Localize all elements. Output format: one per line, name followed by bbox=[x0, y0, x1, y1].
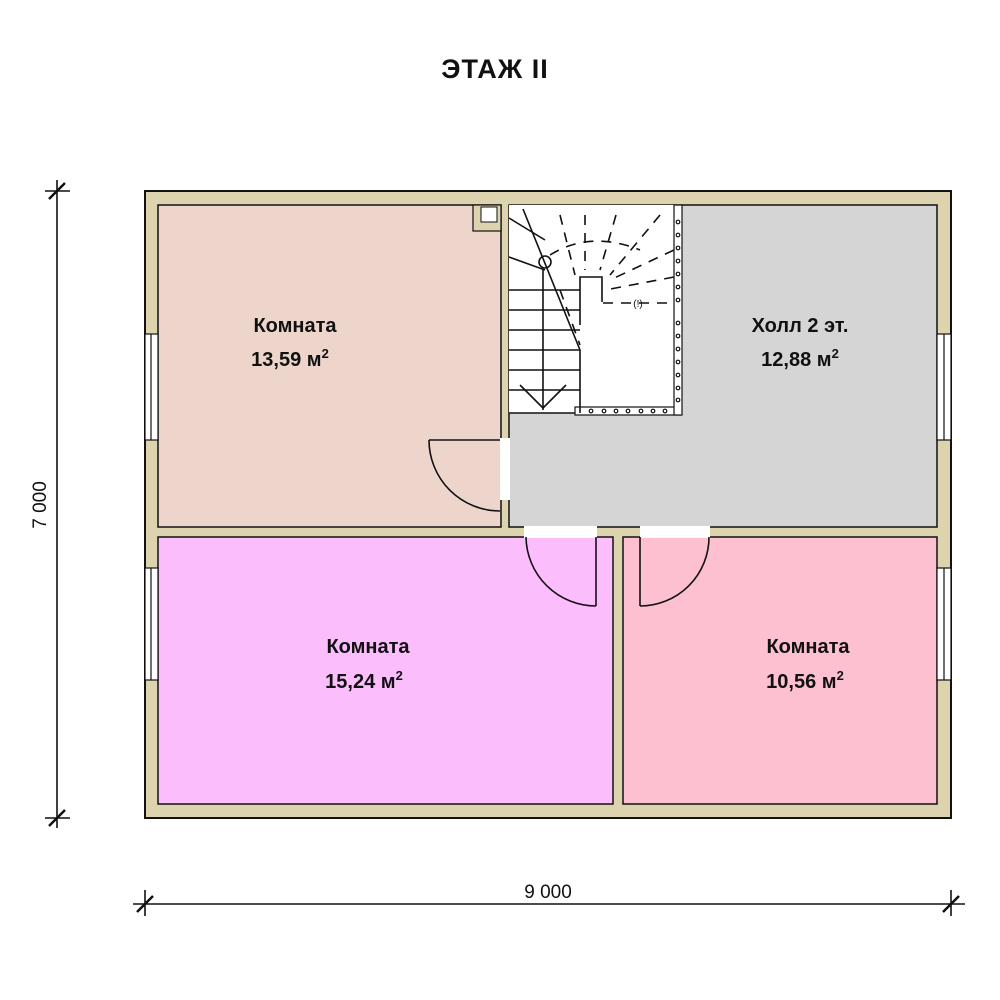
vent-icon bbox=[480, 206, 498, 223]
room-4 bbox=[622, 536, 938, 805]
room-1-name: Комната bbox=[253, 315, 337, 337]
dimension-height: 7 000 bbox=[30, 180, 70, 828]
windows bbox=[144, 333, 952, 681]
height-label: 7 000 bbox=[30, 481, 51, 529]
room-4-area: 10,56 м2 bbox=[766, 668, 844, 693]
hall-area: 12,88 м2 bbox=[761, 346, 839, 371]
room-4-name: Комната bbox=[766, 636, 850, 658]
door-opening-room-1 bbox=[500, 438, 510, 500]
svg-text:(!): (!) bbox=[633, 299, 642, 310]
floor-title: ЭТАЖ II bbox=[441, 54, 548, 84]
room-3 bbox=[157, 536, 614, 805]
room-1 bbox=[157, 204, 502, 528]
door-room-3[interactable] bbox=[525, 536, 597, 607]
dimension-width: 9 000 bbox=[133, 882, 965, 916]
staircase: (!) bbox=[508, 204, 683, 416]
width-label: 9 000 bbox=[524, 882, 572, 903]
hall-name: Холл 2 эт. bbox=[752, 315, 849, 337]
door-room-4[interactable] bbox=[639, 536, 710, 607]
door-room-1[interactable] bbox=[428, 439, 501, 512]
room-3-name: Комната bbox=[326, 636, 410, 658]
room-3-area: 15,24 м2 bbox=[325, 668, 403, 693]
door-opening-room-4 bbox=[640, 526, 710, 538]
door-opening-room-3 bbox=[524, 526, 597, 538]
room-1-area: 13,59 м2 bbox=[251, 346, 329, 371]
